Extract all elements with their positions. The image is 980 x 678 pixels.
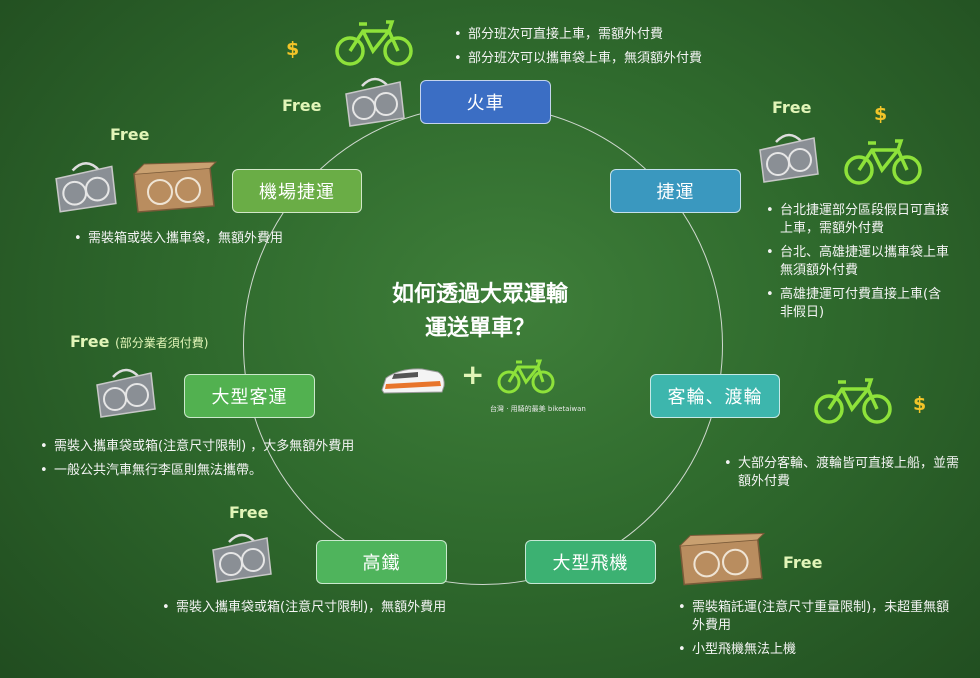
dollar-sign: $ xyxy=(874,103,888,125)
mode-ferry[interactable]: 客輪、渡輪 xyxy=(650,374,780,418)
bicycle-icon xyxy=(335,20,413,66)
notes-airport-mrt: 需裝箱或裝入攜車袋，無額外費用 xyxy=(72,230,332,254)
free-note: (部分業者須付費) xyxy=(115,336,209,350)
note-item: 需裝入攜車袋或箱(注意尺寸限制)，無額外費用 xyxy=(162,599,520,617)
train-icon xyxy=(381,368,445,394)
free-label: Free xyxy=(229,503,269,522)
bicycle-icon xyxy=(497,359,555,394)
bike-box-icon xyxy=(133,161,218,213)
bicycle-icon xyxy=(814,378,892,424)
note-item: 需裝入攜車袋或箱(注意尺寸限制) ，大多無額外費用 xyxy=(40,438,438,456)
bike-bag-icon xyxy=(345,77,405,127)
mode-airport-mrt[interactable]: 機場捷運 xyxy=(232,169,362,213)
bike-bag-icon xyxy=(55,162,117,213)
note-item: 大部分客輪、渡輪皆可直接上船，並需額外付費 xyxy=(724,455,962,491)
mode-plane[interactable]: 大型飛機 xyxy=(525,540,656,584)
dollar-sign: $ xyxy=(913,393,927,415)
mode-train[interactable]: 火車 xyxy=(420,80,551,124)
bike-bag-icon xyxy=(96,368,156,418)
diagram-title: 如何透過大眾運輸 運送單車？ xyxy=(330,278,630,346)
notes-metro: 台北捷運部分區段假日可直接上車，需額外付費 台北、高雄捷運以攜車袋上車無須額外付… xyxy=(764,202,954,328)
mode-bus[interactable]: 大型客運 xyxy=(184,374,315,418)
plus-sign: + xyxy=(461,358,485,391)
note-item: 高雄捷運可付費直接上車(含非假日) xyxy=(766,286,954,322)
title-line-2: 運送單車？ xyxy=(424,316,535,341)
free-label: Free xyxy=(783,553,823,572)
note-item: 台北捷運部分區段假日可直接上車，需額外付費 xyxy=(766,202,954,238)
bike-bag-icon xyxy=(212,533,272,583)
mode-metro[interactable]: 捷運 xyxy=(610,169,741,213)
notes-plane: 需裝箱託運(注意尺寸重量限制)，未超重無額外費用 小型飛機無法上機 xyxy=(676,599,956,665)
notes-train: 部分班次可直接上車，需額外付費 部分班次可以攜車袋上車，無須額外付費 xyxy=(452,26,752,74)
free-text: Free xyxy=(70,332,110,351)
note-item: 台北、高雄捷運以攜車袋上車無須額外付費 xyxy=(766,244,954,280)
note-item: 需裝箱託運(注意尺寸重量限制)，未超重無額外費用 xyxy=(678,599,956,635)
note-item: 部分班次可以攜車袋上車，無須額外付費 xyxy=(454,50,752,68)
dollar-sign: $ xyxy=(286,38,300,60)
note-item: 一般公共汽車無行李區則無法攜帶。 xyxy=(40,462,438,480)
note-item: 需裝箱或裝入攜車袋，無額外費用 xyxy=(74,230,332,248)
bicycle-icon xyxy=(844,139,922,185)
bike-box-icon xyxy=(679,532,766,586)
free-label: Free xyxy=(110,125,150,144)
title-line-1: 如何透過大眾運輸 xyxy=(391,282,568,307)
notes-hsr: 需裝入攜車袋或箱(注意尺寸限制)，無額外費用 xyxy=(160,599,520,623)
notes-bus: 需裝入攜車袋或箱(注意尺寸限制) ，大多無額外費用 一般公共汽車無行李區則無法攜… xyxy=(38,438,438,486)
note-item: 部分班次可直接上車，需額外付費 xyxy=(454,26,752,44)
notes-ferry: 大部分客輪、渡輪皆可直接上船，並需額外付費 xyxy=(722,455,962,497)
bike-bag-icon xyxy=(759,133,819,183)
free-label: Free (部分業者須付費) xyxy=(70,332,208,351)
free-label: Free xyxy=(282,96,322,115)
brand-text: 台灣 · 用騎的最美 biketaiwan xyxy=(490,405,586,413)
mode-hsr[interactable]: 高鐵 xyxy=(316,540,447,584)
free-label: Free xyxy=(772,98,812,117)
note-item: 小型飛機無法上機 xyxy=(678,641,956,659)
